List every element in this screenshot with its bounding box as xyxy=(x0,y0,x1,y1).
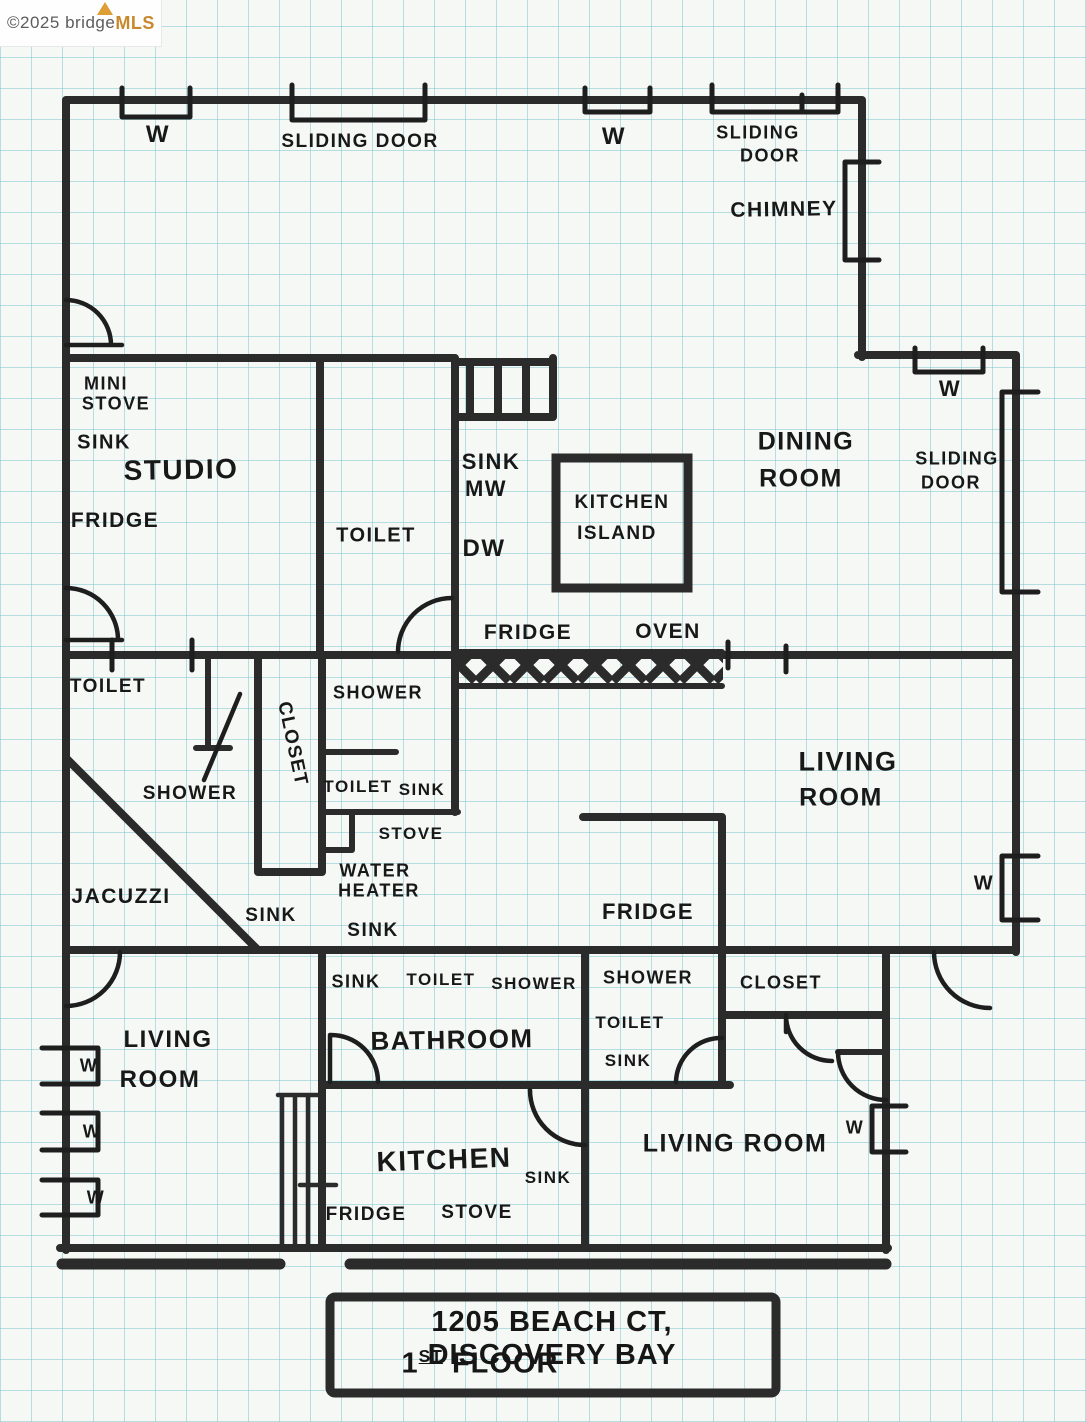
title-floor: 1ST FLOOR xyxy=(401,1346,559,1380)
label-sliding-door-top-2-line1: SLIDING xyxy=(716,122,800,143)
label-living-room-right-line2: ROOM xyxy=(799,783,883,812)
label-jacuzzi: JACUZZI xyxy=(71,885,171,908)
label-sliding-door-top-1: SLIDING DOOR xyxy=(281,131,439,152)
label-window-top-1: W xyxy=(145,121,171,148)
label-sliding-door-right-line2: DOOR xyxy=(921,472,981,493)
stairs-top xyxy=(451,354,557,421)
watermark-brand: MLS xyxy=(115,12,155,33)
wall-ticks xyxy=(109,637,789,675)
label-sliding-door-top-2-line2: DOOR xyxy=(740,145,800,166)
door-arcs xyxy=(63,297,993,1148)
label-window-left-3: W xyxy=(86,1187,106,1208)
label-nook-fridge: FRIDGE xyxy=(601,899,695,924)
label-mini-stove-line2: STOVE xyxy=(81,393,151,414)
label-kitchen-island-line2: ISLAND xyxy=(577,523,657,544)
label-mid-shower: SHOWER xyxy=(333,682,423,703)
label-bath-shower: SHOWER xyxy=(491,974,577,993)
label-kitchen-2-stove: STOVE xyxy=(441,1202,513,1223)
label-dining-room-line1: DINING xyxy=(757,427,855,456)
label-counter-oven: OVEN xyxy=(635,620,701,643)
fixture-walls xyxy=(193,655,889,1055)
label-mini-stove-line1: MINI xyxy=(84,373,128,394)
label-bath-toilet: TOILET xyxy=(406,970,476,989)
label-kitchen-mw: MW xyxy=(464,476,508,501)
window-brackets xyxy=(39,82,1041,1218)
label-living-room-bottom: LIVING ROOM xyxy=(642,1129,828,1158)
label-living-room-right-line1: LIVING xyxy=(798,746,898,777)
label-window-right-top: W xyxy=(938,376,962,401)
label-closet-1: CLOSET xyxy=(273,699,312,789)
label-toilet-room-toilet: TOILET xyxy=(336,524,416,547)
label-sliding-door-right-line1: SLIDING xyxy=(915,448,999,469)
label-water-heater-line2: HEATER xyxy=(338,880,420,901)
label-mid-stove: STOVE xyxy=(378,824,444,843)
label-bath-sink: SINK xyxy=(331,971,381,992)
label-kitchen-2-sink: SINK xyxy=(524,1168,572,1187)
label-window-left-2: W xyxy=(82,1121,102,1142)
label-kitchen-2: KITCHEN xyxy=(376,1141,512,1178)
label-mid-sink-2: SINK xyxy=(347,920,399,941)
label-bath2-sink: SINK xyxy=(604,1051,652,1070)
label-closet-2: CLOSET xyxy=(739,972,823,993)
label-kitchen-sink: SINK xyxy=(461,449,521,474)
label-counter-fridge: FRIDGE xyxy=(483,621,573,644)
counter-hatch xyxy=(455,650,723,688)
label-studio-sink: SINK xyxy=(77,431,131,454)
label-living-room-left-line2: ROOM xyxy=(119,1066,201,1093)
label-kitchen-dw: DW xyxy=(462,535,506,562)
label-bathroom: BATHROOM xyxy=(370,1023,534,1056)
label-window-left-1: W xyxy=(79,1055,99,1076)
watermark-logo-triangle-icon xyxy=(97,2,113,15)
label-kitchen-2-fridge: FRIDGE xyxy=(325,1204,407,1225)
label-window-right-mid: W xyxy=(973,872,995,895)
label-jacuzzi-sink: SINK xyxy=(245,905,297,926)
kitchen-island xyxy=(551,453,693,593)
label-dining-room-line2: ROOM xyxy=(759,464,843,493)
label-mid-toilet: TOILET xyxy=(323,777,393,796)
title-box-frame xyxy=(325,1292,781,1398)
label-hall-toilet: TOILET xyxy=(69,676,147,697)
label-mid-sink: SINK xyxy=(398,780,446,799)
label-window-top-2: W xyxy=(601,123,627,150)
label-bath2-shower: SHOWER xyxy=(603,967,693,988)
watermark-copyright: ©2025 bridge xyxy=(7,13,116,32)
counter-hatch-border xyxy=(452,649,725,689)
label-bath2-toilet: TOILET xyxy=(595,1013,665,1032)
label-kitchen-island-line1: KITCHEN xyxy=(574,492,670,513)
label-hall-shower: SHOWER xyxy=(142,783,238,804)
shower-door-slash xyxy=(201,691,243,783)
label-chimney: CHIMNEY xyxy=(730,197,838,222)
label-living-room-left-line1: LIVING xyxy=(123,1026,213,1053)
title-address: 1205 BEACH CT, DISCOVERY BAY xyxy=(427,1306,677,1371)
label-studio-fridge: FRIDGE xyxy=(70,509,160,532)
label-water-heater-line1: WATER xyxy=(339,860,411,881)
label-window-bottom-right: W xyxy=(845,1117,865,1138)
stairs-bottom xyxy=(275,1092,339,1249)
label-studio: STUDIO xyxy=(123,453,239,486)
